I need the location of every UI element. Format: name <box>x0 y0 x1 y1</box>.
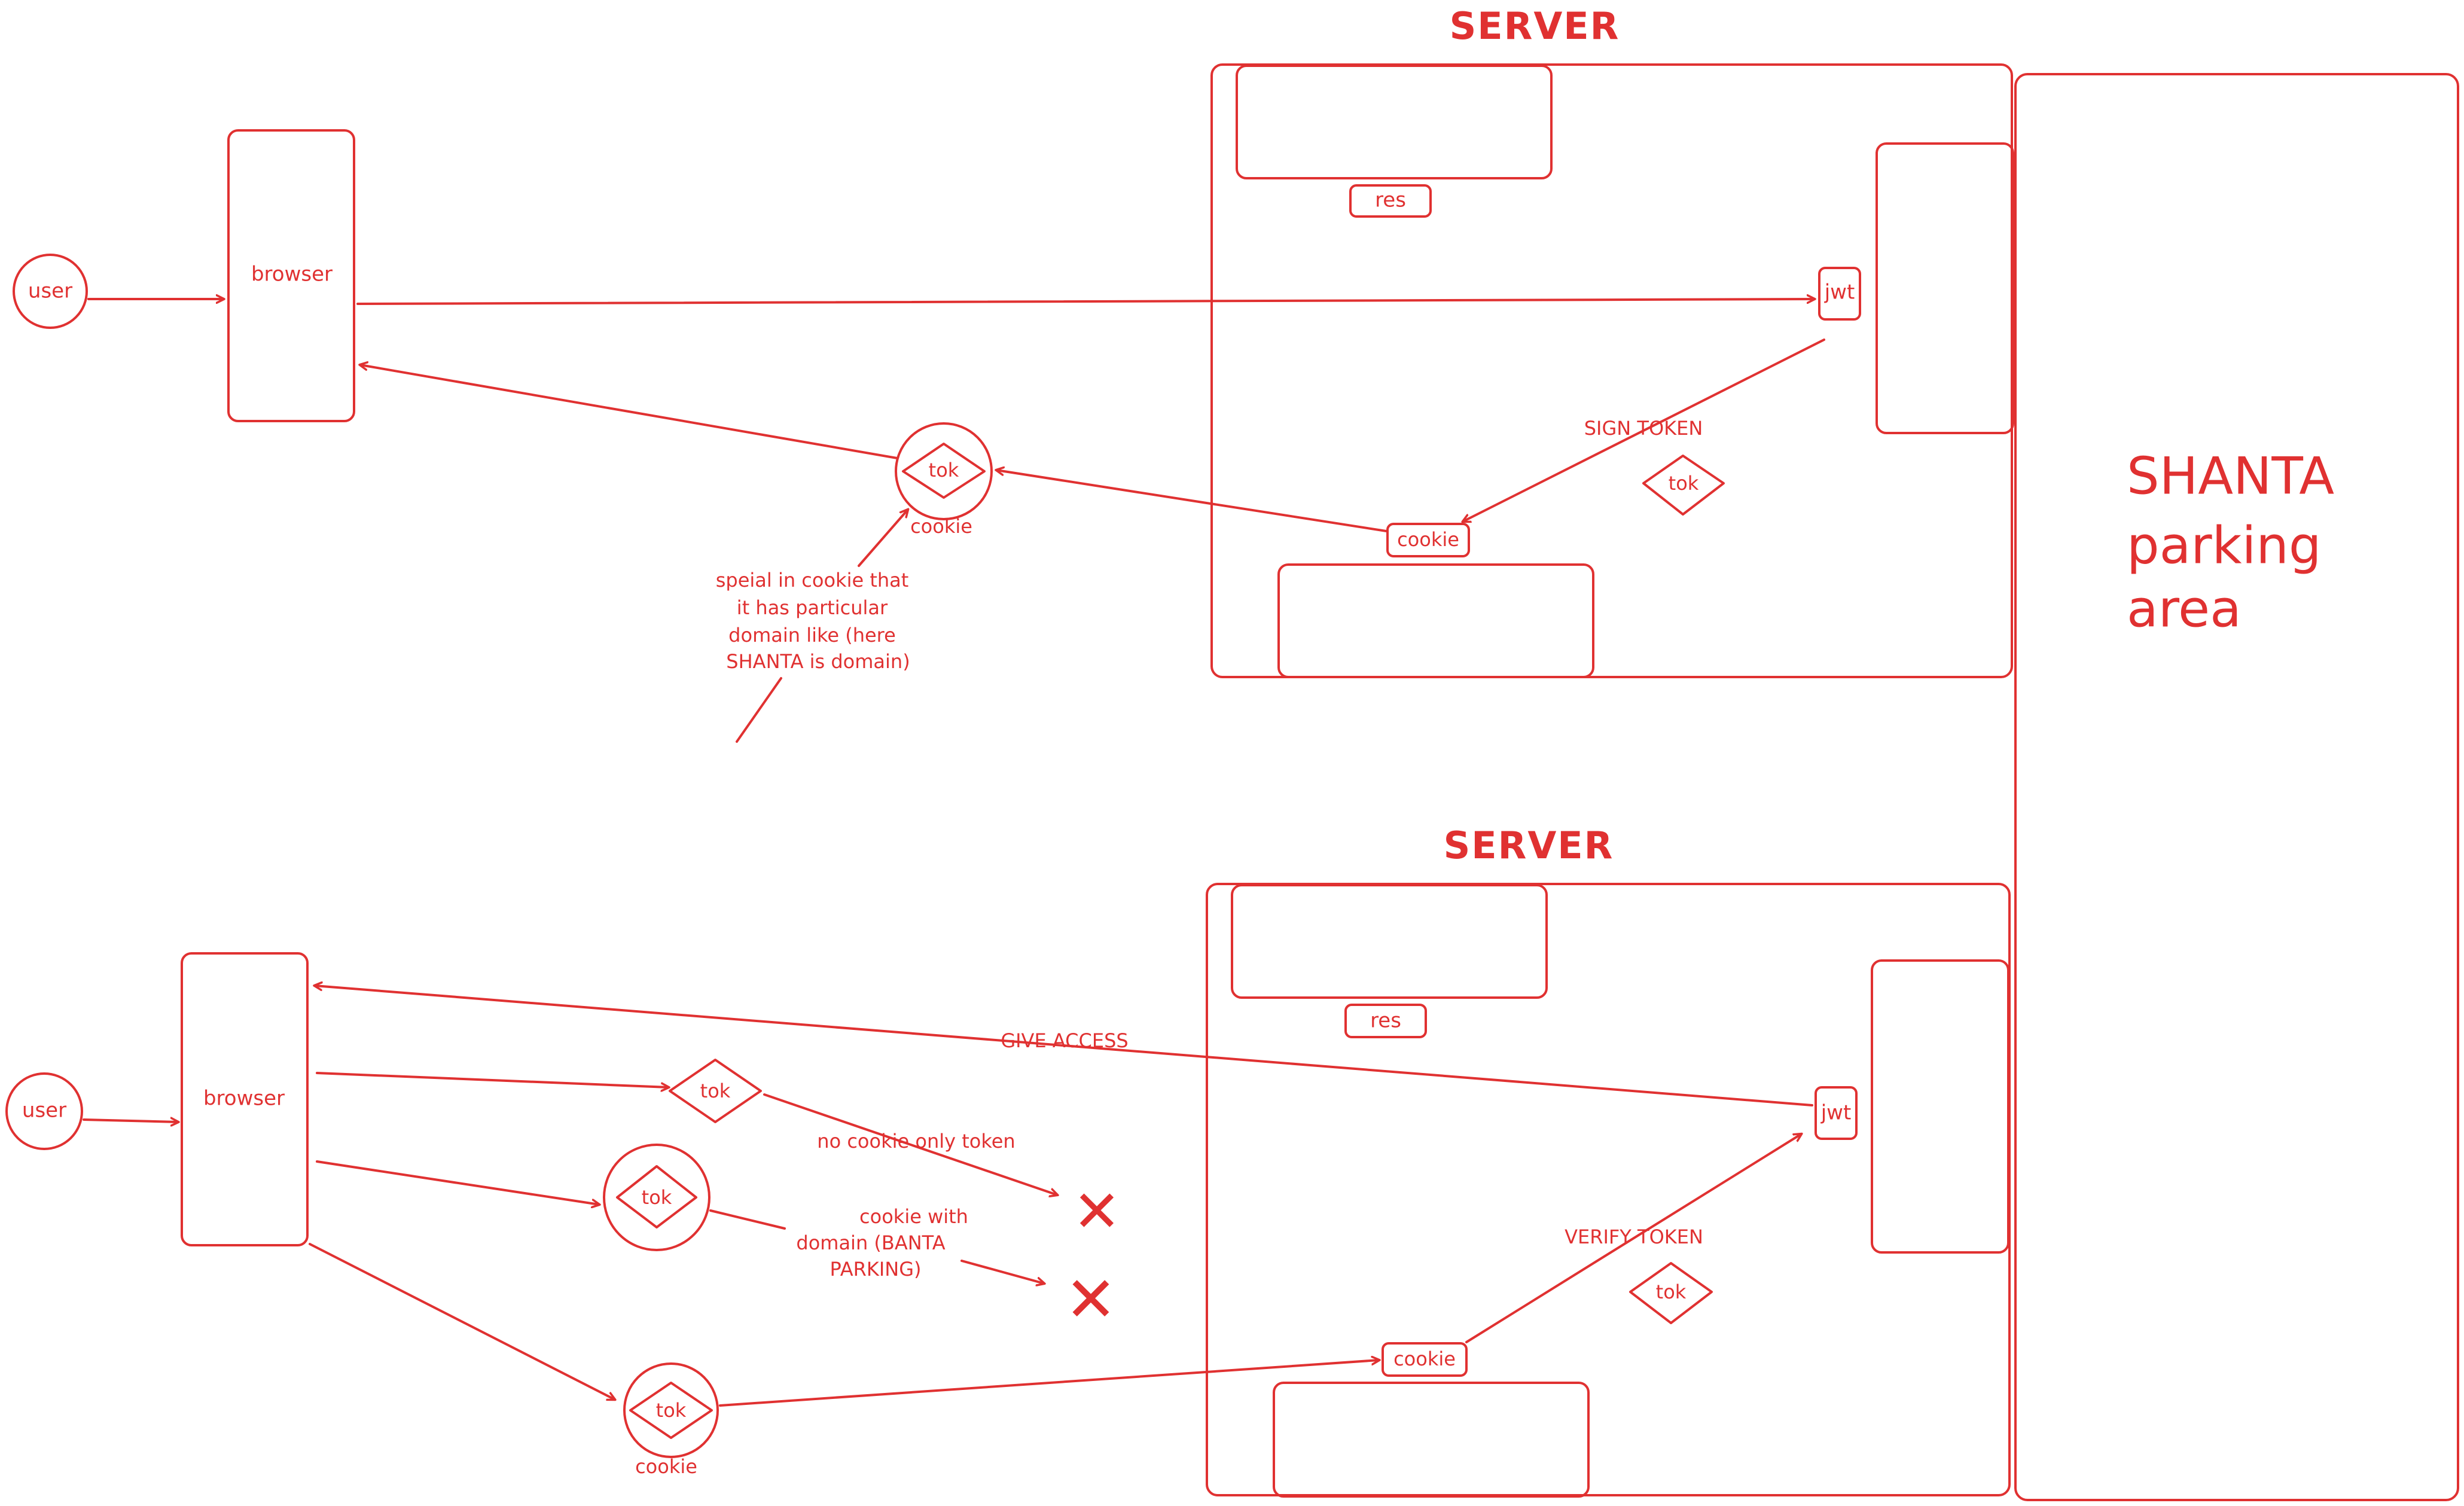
top-note-line: domain like (here <box>728 624 896 647</box>
bottom-jwt-box <box>1815 1086 1858 1140</box>
parking-label-line: parking <box>2127 516 2321 575</box>
bottom-banta-note-line: cookie with <box>859 1205 968 1228</box>
top-diagram <box>13 63 2014 743</box>
top-arrow-jwt-cookie <box>1463 339 1825 522</box>
bottom-res-label: res <box>1370 1009 1401 1033</box>
top-res-box <box>1349 184 1432 218</box>
bottom-tok-only-label: tok <box>700 1080 731 1102</box>
reject-x-icon: ✕ <box>1073 1178 1121 1245</box>
top-note-line: it has particular <box>737 596 888 619</box>
bottom-banta-note-line: PARKING) <box>830 1258 921 1281</box>
reject-x-icon: ✕ <box>1065 1263 1117 1336</box>
bottom-arrow-tok-reject <box>763 1093 1057 1195</box>
bottom-tok-diamond-only <box>669 1059 762 1123</box>
top-cookie-box-label: cookie <box>1397 528 1459 551</box>
bottom-cookie-circle-label: tok <box>656 1399 687 1422</box>
top-note-line: speial in cookie that <box>716 569 909 592</box>
top-arrow-cookie-circle <box>996 470 1387 532</box>
top-cookie-circle-diamond <box>902 443 986 499</box>
bottom-res-box <box>1344 1004 1427 1038</box>
bottom-tok-verify-label: tok <box>1656 1281 1687 1303</box>
top-arrow-note-cookie-2 <box>858 510 908 567</box>
bottom-arrow-browser-tok <box>316 1072 669 1087</box>
top-cookie-box <box>1386 523 1470 557</box>
bottom-verify-token-label: VERIFY TOKEN <box>1565 1225 1703 1248</box>
top-cookie-circle-label: tok <box>929 459 959 481</box>
top-browser-label: browser <box>251 263 333 286</box>
bottom-tok-diamond-verify <box>1629 1262 1713 1324</box>
top-arrow-circle-browser <box>360 365 898 459</box>
bottom-browser-box <box>181 952 309 1246</box>
top-server-upper-box <box>1236 65 1553 179</box>
top-cookie-caption: cookie <box>910 515 972 538</box>
top-server-title: SERVER <box>1450 4 1620 48</box>
top-browser-box <box>227 129 355 422</box>
bottom-arrow-browser-cookie <box>309 1243 615 1400</box>
bottom-banta-note: cookie with domain (BANTA PARKING) <box>796 1205 968 1281</box>
bottom-no-cookie-label: no cookie only token <box>817 1130 1015 1153</box>
bottom-arrow-verify <box>1465 1134 1801 1343</box>
top-user-label: user <box>28 279 72 303</box>
bottom-arrow-banta-reject <box>960 1260 1044 1284</box>
top-jwt-label: jwt <box>1824 281 1855 304</box>
top-tok-diamond-label: tok <box>1669 472 1699 495</box>
bottom-user-node <box>5 1072 83 1150</box>
bottom-banta-circle-diamond <box>616 1165 697 1228</box>
bottom-cookie-caption: cookie <box>635 1455 697 1478</box>
bottom-arrow-cookie-server <box>719 1360 1379 1407</box>
bottom-arrow-banta-note <box>709 1209 786 1230</box>
bottom-server-lower-box <box>1273 1382 1590 1498</box>
bottom-diagram <box>5 883 2011 1498</box>
parking-area-box <box>2014 73 2459 1501</box>
top-arrow-note-cookie <box>736 677 782 743</box>
bottom-right-box <box>1871 959 2009 1254</box>
bottom-cookie-circle-diamond <box>629 1382 713 1439</box>
bottom-cookie-box-label: cookie <box>1393 1348 1456 1370</box>
top-server-frame <box>1210 63 2013 678</box>
bottom-banta-note-line: domain (BANTA <box>796 1231 945 1254</box>
top-arrow-browser-jwt <box>356 299 1815 305</box>
bottom-user-label: user <box>22 1099 66 1123</box>
top-user-node <box>13 254 88 329</box>
parking-label-line: SHANTA <box>2127 446 2334 506</box>
top-tok-diamond <box>1642 455 1725 516</box>
bottom-banta-circle-label: tok <box>642 1186 672 1209</box>
bottom-arrow-jwt-browser <box>315 986 1813 1106</box>
bottom-arrow-browser-banta <box>316 1160 599 1205</box>
top-note-line: SHANTA is domain) <box>726 650 910 673</box>
top-cookie-circle-outer <box>895 422 993 520</box>
top-server-lower-box <box>1277 563 1594 678</box>
bottom-browser-label: browser <box>203 1087 285 1111</box>
bottom-cookie-box <box>1382 1342 1468 1377</box>
top-right-box <box>1876 142 2014 434</box>
bottom-server-frame <box>1206 883 2011 1496</box>
bottom-cookie-circle-outer <box>623 1362 719 1458</box>
bottom-banta-circle-outer <box>603 1144 710 1251</box>
bottom-give-access-label: GIVE ACCESS <box>1001 1029 1128 1052</box>
top-note: speial in cookie that it has particular … <box>716 569 910 673</box>
top-jwt-box <box>1818 267 1861 321</box>
top-res-label: res <box>1375 188 1406 212</box>
bottom-arrow-user-browser <box>83 1120 178 1122</box>
bottom-server-upper-box <box>1231 884 1548 999</box>
parking-area-label: SHANTA parking area <box>2127 446 2334 639</box>
top-sign-token-label: SIGN TOKEN <box>1584 417 1703 440</box>
bottom-server-title: SERVER <box>1444 824 1614 867</box>
bottom-jwt-label: jwt <box>1820 1101 1852 1125</box>
parking-label-line: area <box>2127 579 2242 639</box>
